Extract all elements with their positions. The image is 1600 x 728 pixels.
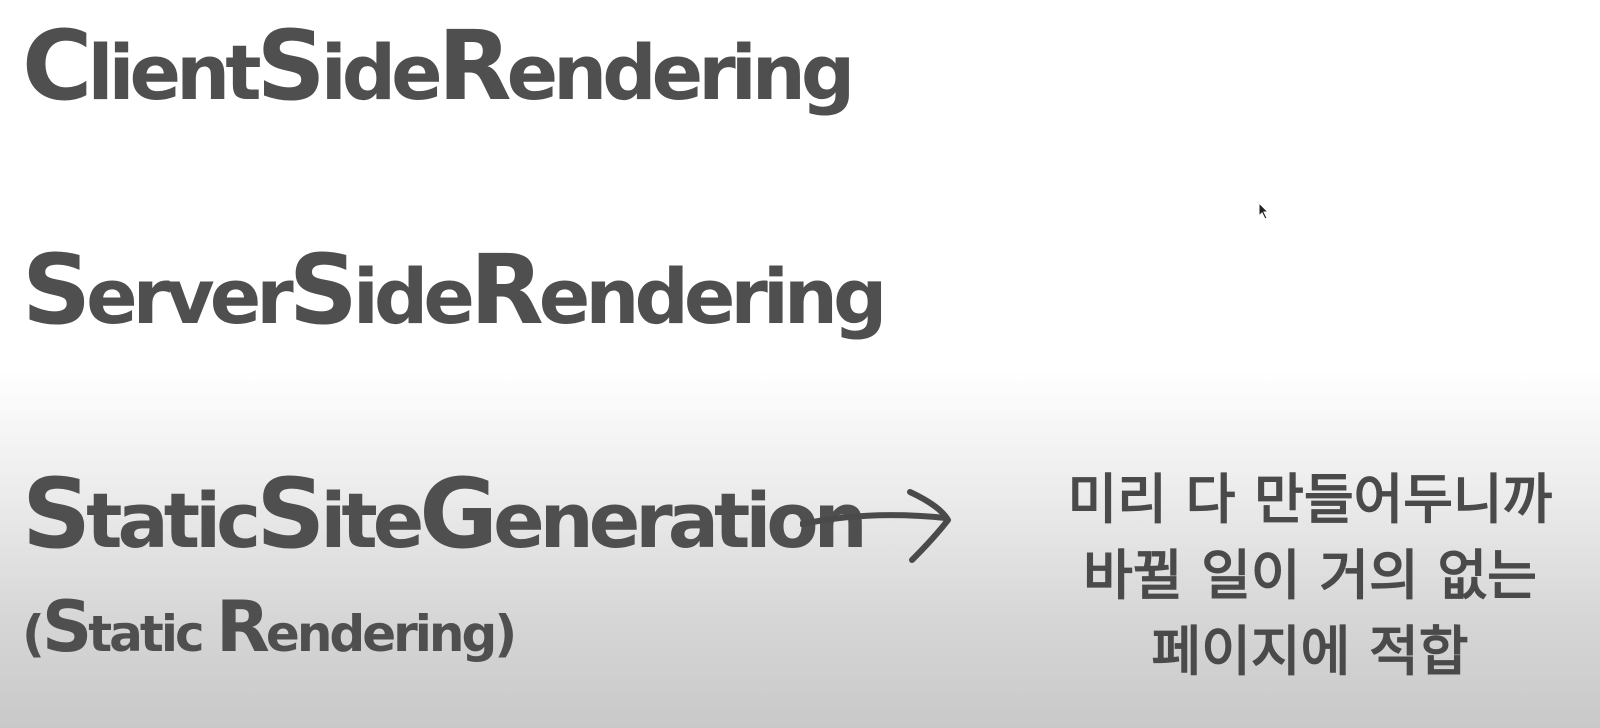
term-cap: S [256,10,326,122]
note-line: 바뀔 일이 거의 없는 [1083,544,1537,607]
term-rest: erver [86,252,294,341]
subtitle-static-rendering: (Static Rendering) [22,592,517,663]
term-client-side-rendering: ClientSideRendering [22,18,856,117]
term-cap: S [288,234,358,346]
ssg-description: 미리 다 만들어두니까 바뀔 일이 거의 없는 페이지에 적합 [1050,462,1570,690]
term-cap: C [22,10,92,122]
term-rest: tatic [86,476,261,565]
term-server-side-rendering: ServerSideRendering [22,242,888,341]
mouse-cursor-icon [1258,202,1270,220]
subtitle-paren: ( [22,605,45,663]
term-rest: ide [352,252,475,341]
subtitle-cap: S [41,586,92,668]
term-rest: ide [320,28,443,117]
right-arrow-icon [800,489,951,563]
subtitle-cap: R [216,586,270,668]
note-line: 페이지에 적합 [1151,620,1469,683]
term-cap: S [256,458,325,570]
term-static-site-generation: StaticSiteGeneration [22,466,868,565]
term-cap: G [419,458,498,570]
term-cap: R [469,234,544,346]
term-rest: endering [506,28,856,117]
subtitle-rest: tatic [88,605,217,663]
term-rest: lient [87,28,261,117]
term-cap: S [22,234,91,346]
subtitle-rest: endering) [265,605,517,663]
term-cap: R [437,10,512,122]
note-line: 미리 다 만들어두니까 [1067,468,1553,531]
term-rest: endering [538,252,888,341]
term-rest: ite [320,476,424,565]
term-cap: S [22,458,91,570]
